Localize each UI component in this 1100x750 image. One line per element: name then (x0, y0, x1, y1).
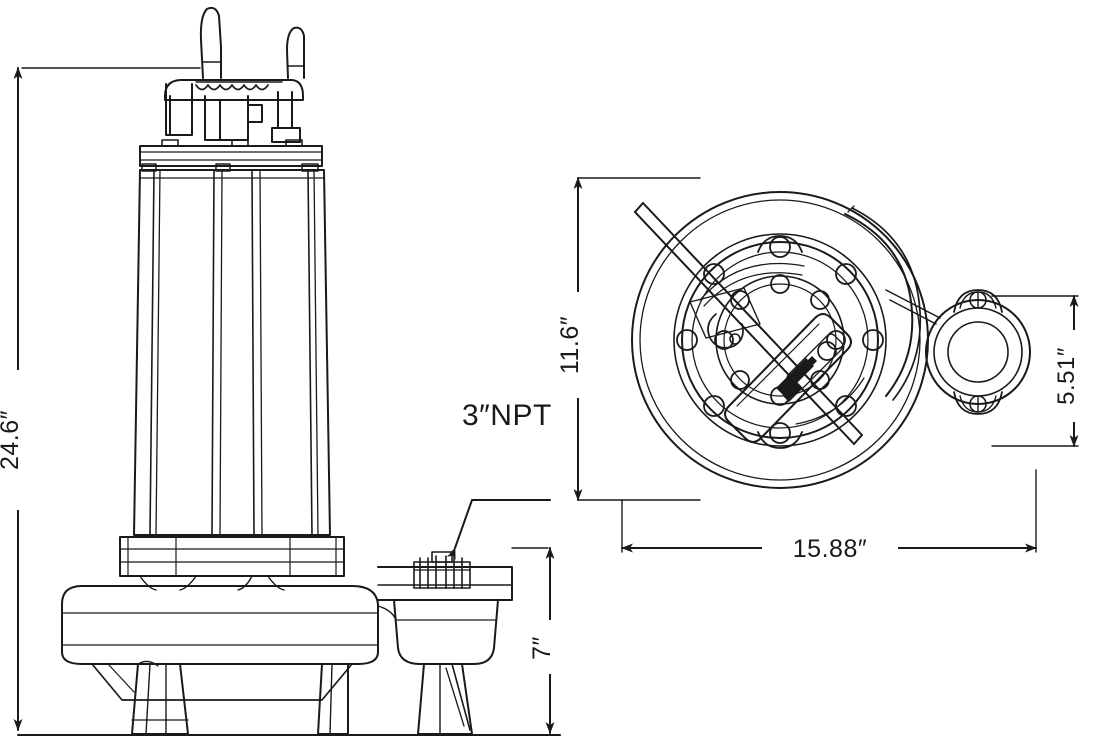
flange-connector-lines (885, 289, 941, 325)
text-gap-overall-height (4, 370, 34, 510)
label-volute-height: 7″ (528, 636, 556, 660)
volute-casing (61, 585, 379, 701)
dimension-overall-height (13, 67, 201, 731)
npt-thread-boss (413, 551, 471, 589)
lifting-lugs (757, 235, 803, 449)
label-discharge-npt: 3″NPT (462, 399, 552, 432)
nameplate-logo (776, 356, 817, 402)
text-gap-plan-width (762, 528, 898, 562)
text-gap-flange-offset (1060, 330, 1090, 422)
power-cable-arc (844, 205, 922, 401)
lifting-handle-bar (634, 202, 863, 445)
label-plan-width: 15.88″ (793, 535, 867, 563)
label-plan-depth: 11.6″ (556, 316, 584, 374)
front-elevation-view (17, 6, 561, 736)
discharge-flange-plan (925, 289, 1031, 415)
seal-plate-flange (119, 536, 345, 591)
label-overall-height: 24.6″ (0, 410, 24, 470)
support-legs (131, 660, 473, 735)
motor-top-plate (673, 233, 887, 447)
lifting-handle-assembly (199, 6, 305, 79)
motor-top-cover (164, 79, 304, 143)
discharge-outlet (377, 551, 513, 665)
motor-housing (133, 163, 331, 536)
label-flange-offset: 5.51″ (1053, 347, 1080, 405)
dimension-labels: 24.6″ 7″ 11.6″ 15.88″ 5.51″ 3″NPT (0, 292, 1090, 674)
callout-leader-npt (447, 499, 551, 560)
impeller-cover-detail (699, 262, 865, 425)
nameplate (724, 313, 852, 443)
text-gap-volute-height (536, 620, 566, 674)
top-plan-view (631, 191, 1031, 489)
bolt-circle (676, 236, 884, 444)
text-gap-plan-depth (564, 292, 594, 398)
motor-top-flange (139, 139, 323, 167)
